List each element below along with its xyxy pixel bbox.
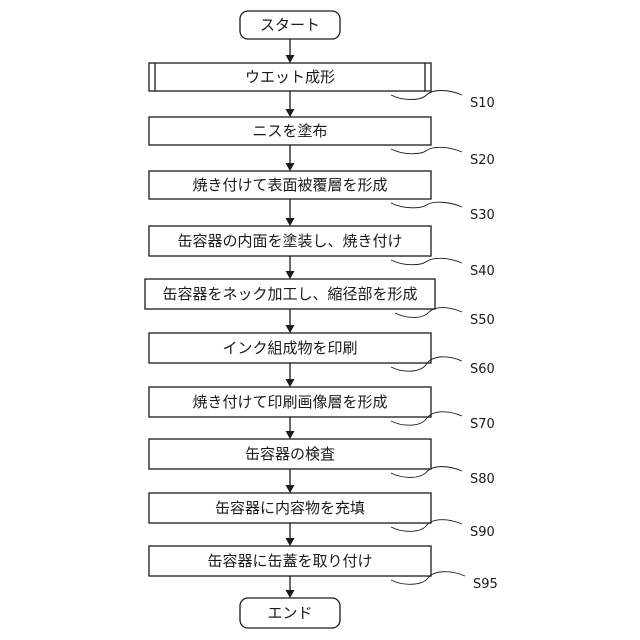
leader-line (391, 91, 462, 100)
process-step-label: 缶容器をネック加工し、縮径部を形成 (162, 285, 417, 303)
arrowhead-icon (286, 55, 295, 63)
arrowhead-icon (286, 163, 295, 171)
start-terminal: スタート (240, 11, 340, 39)
leader-line (391, 147, 462, 153)
process-step: 缶容器の検査 S80 (149, 439, 495, 487)
process-step: 缶容器に缶蓋を取り付け S95 (149, 546, 498, 592)
end-terminal-label: エンド (267, 604, 312, 622)
step-code-label: S70 (470, 417, 495, 432)
process-step-label: ニスを塗布 (252, 122, 327, 140)
process-step: ウエット成形 S10 (149, 63, 495, 111)
process-step: 缶容器に内容物を充填 S90 (149, 493, 495, 540)
step-code-label: S10 (470, 96, 495, 111)
arrowhead-icon (286, 538, 295, 546)
leader-line (391, 202, 462, 208)
process-step-label: インク組成物を印刷 (222, 339, 357, 357)
process-step-label: 焼き付けて表面被覆層を形成 (192, 176, 387, 194)
step-code-label: S30 (470, 208, 495, 223)
arrowhead-icon (286, 485, 295, 493)
process-step: ニスを塗布 S20 (149, 117, 495, 168)
arrowhead-icon (286, 590, 295, 598)
process-step: 焼き付けて表面被覆層を形成 S30 (149, 171, 495, 223)
process-step-label: 缶容器の検査 (245, 445, 335, 463)
step-code-label: S80 (470, 472, 495, 487)
step-code-label: S20 (470, 153, 495, 168)
process-step: インク組成物を印刷 S60 (149, 333, 495, 377)
step-code-label: S50 (470, 313, 495, 328)
arrowhead-icon (286, 431, 295, 439)
process-step: 缶容器の内面を塗装し、焼き付け S40 (149, 226, 495, 279)
arrowhead-icon (286, 218, 295, 226)
process-step-label: 焼き付けて印刷画像層を形成 (192, 393, 387, 411)
process-step-label: ウエット成形 (245, 68, 335, 86)
process-step-label: 缶容器の内面を塗装し、焼き付け (177, 232, 402, 250)
arrowhead-icon (286, 109, 295, 117)
arrowhead-icon (286, 271, 295, 279)
leader-line (391, 258, 462, 264)
arrowhead-icon (286, 379, 295, 387)
start-terminal-label: スタート (260, 16, 320, 34)
step-code-label: S60 (470, 362, 495, 377)
process-step-label: 缶容器に内容物を充填 (215, 499, 365, 517)
step-code-label: S90 (470, 525, 495, 540)
process-step: 焼き付けて印刷画像層を形成 S70 (149, 387, 495, 432)
process-step-label: 缶容器に缶蓋を取り付け (207, 552, 372, 570)
arrowhead-icon (286, 325, 295, 333)
step-code-label: S95 (473, 577, 498, 592)
process-step: 缶容器をネック加工し、縮径部を形成 S50 (145, 279, 495, 328)
end-terminal: エンド (240, 598, 340, 628)
step-code-label: S40 (470, 264, 495, 279)
